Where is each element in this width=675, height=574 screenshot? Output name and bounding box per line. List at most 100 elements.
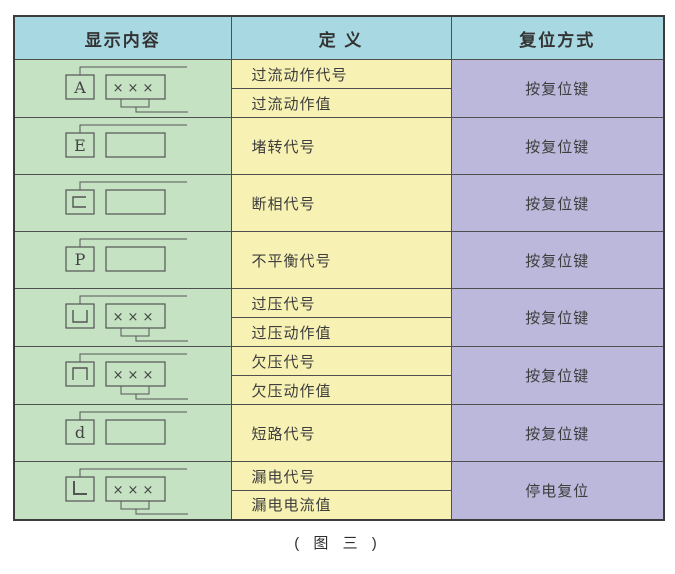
display-content-cell: E <box>13 117 232 175</box>
value-box-digits: ××× <box>112 310 157 325</box>
definition-cell: 漏电代号 <box>230 461 452 491</box>
display-code-icon <box>65 181 187 215</box>
reset-method-cell: 停电复位 <box>450 461 665 520</box>
code-box <box>65 303 95 329</box>
reset-method-cell: 按复位键 <box>450 117 665 175</box>
definition-cell: 欠压动作值 <box>230 375 452 405</box>
header-definition: 定 义 <box>230 15 452 60</box>
code-box <box>65 188 95 215</box>
definition-cell: 堵转代号 <box>230 117 452 175</box>
reset-method-cell: 按复位键 <box>450 231 665 289</box>
value-bracket <box>120 500 150 510</box>
code-glyph: E <box>74 136 86 155</box>
code-box <box>65 361 95 387</box>
table-row-continued: 过压动作值 <box>14 317 664 347</box>
table-row: 断相代号按复位键 <box>13 174 665 232</box>
table-row-continued: 欠压动作值 <box>14 375 664 405</box>
table-row-continued: 漏电电流值 <box>14 490 664 520</box>
display-code-icon: d <box>65 411 187 445</box>
display-content-cell: ××× <box>13 461 232 520</box>
code-glyph <box>72 195 86 208</box>
display-code-icon: ××× <box>65 468 188 515</box>
display-content-cell: P <box>13 231 232 289</box>
table-row: d 短路代号按复位键 <box>13 404 665 462</box>
code-glyph <box>72 367 88 380</box>
display-content-cell: ××× <box>13 288 232 347</box>
display-code-icon: A ××× <box>65 66 188 113</box>
display-code-icon: ××× <box>65 295 188 342</box>
definition-cell: 过流动作代号 <box>230 59 452 89</box>
definition-cell: 过压代号 <box>230 288 452 318</box>
display-content-cell <box>13 174 232 232</box>
reset-method-cell: 按复位键 <box>450 346 665 405</box>
table-row: E 堵转代号按复位键 <box>13 117 665 175</box>
reset-method-cell: 按复位键 <box>450 404 665 462</box>
header-display-content: 显示内容 <box>13 15 232 60</box>
display-code-icon: ××× <box>65 353 188 400</box>
table-row-continued: 过流动作值 <box>14 88 664 118</box>
code-glyph <box>72 480 87 495</box>
value-box-digits: ××× <box>112 368 157 383</box>
value-box-digits: ××× <box>112 81 157 96</box>
value-box <box>105 476 166 502</box>
leader-line <box>79 468 187 477</box>
definition-cell: 短路代号 <box>230 404 452 462</box>
code-glyph <box>72 310 88 323</box>
value-box <box>105 74 166 100</box>
code-glyph: A <box>73 78 86 97</box>
display-content-cell: d <box>13 404 232 462</box>
leader-line <box>79 181 187 190</box>
value-leader-line <box>135 508 188 515</box>
value-box <box>105 245 166 272</box>
display-content-cell: ××× <box>13 346 232 405</box>
leader-line <box>79 295 187 304</box>
leader-line <box>79 124 187 133</box>
reset-method-cell: 按复位键 <box>450 59 665 118</box>
code-box <box>65 245 95 272</box>
value-box <box>105 131 166 158</box>
leader-line <box>79 411 187 420</box>
value-box <box>105 303 166 329</box>
header-reset-method: 复位方式 <box>450 15 665 60</box>
table-row: ××× 过压代号按复位键 <box>13 288 665 347</box>
definition-cell: 断相代号 <box>230 174 452 232</box>
definition-cell: 漏电电流值 <box>230 490 452 520</box>
table-row: ××× 漏电代号停电复位 <box>13 461 665 520</box>
value-bracket <box>120 99 150 108</box>
value-leader-line <box>135 394 188 400</box>
value-box-digits: ××× <box>112 483 157 498</box>
code-glyph: P <box>74 250 85 269</box>
code-box <box>65 476 95 502</box>
display-code-icon: P <box>65 238 187 272</box>
leader-line <box>79 353 187 362</box>
table-row: P 不平衡代号按复位键 <box>13 231 665 289</box>
definition-cell: 过流动作值 <box>230 88 452 118</box>
value-leader-line <box>135 107 188 113</box>
code-box <box>65 418 95 445</box>
value-bracket <box>120 328 150 337</box>
table-header: 显示内容 定 义 复位方式 <box>13 15 665 60</box>
code-box <box>65 74 95 100</box>
reset-method-cell: 按复位键 <box>450 288 665 347</box>
leader-line <box>79 238 187 247</box>
value-bracket <box>120 386 150 395</box>
figure-caption: ( 图 三 ) <box>294 534 382 552</box>
leader-line <box>79 66 187 75</box>
code-box <box>65 131 95 158</box>
value-box <box>105 361 166 387</box>
display-content-cell: A ××× <box>13 59 232 118</box>
table-row: A ××× 过流动作代号按复位键 <box>13 59 665 118</box>
value-leader-line <box>135 336 188 342</box>
value-box <box>105 418 166 445</box>
table-row: ××× 欠压代号按复位键 <box>13 346 665 405</box>
value-box <box>105 188 166 215</box>
definition-cell: 不平衡代号 <box>230 231 452 289</box>
code-glyph: d <box>75 423 85 442</box>
definition-cell: 过压动作值 <box>230 317 452 347</box>
reset-method-cell: 按复位键 <box>450 174 665 232</box>
display-code-icon: E <box>65 124 187 158</box>
definition-cell: 欠压代号 <box>230 346 452 376</box>
